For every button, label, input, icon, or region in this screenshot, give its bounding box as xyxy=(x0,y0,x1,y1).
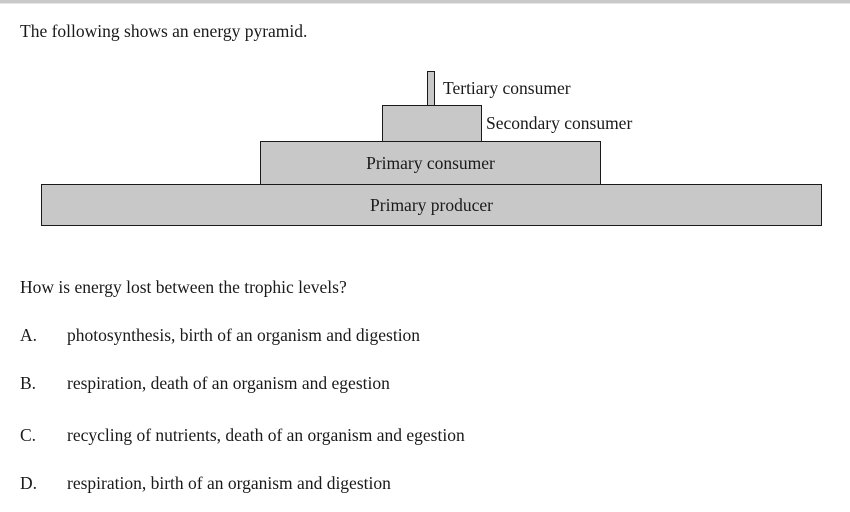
pyramid-bar-tertiary-consumer xyxy=(427,71,435,105)
answer-option-d[interactable]: D. respiration, birth of an organism and… xyxy=(20,473,391,494)
energy-pyramid-diagram: Tertiary consumer Secondary consumer Pri… xyxy=(0,0,850,240)
option-letter: B. xyxy=(20,373,37,393)
pyramid-label-secondary-consumer: Secondary consumer xyxy=(486,113,633,133)
option-text: photosynthesis, birth of an organism and… xyxy=(67,325,421,345)
option-letter: C. xyxy=(20,425,37,445)
answer-option-c[interactable]: C. recycling of nutrients, death of an o… xyxy=(20,425,465,446)
answer-option-a[interactable]: A. photosynthesis, birth of an organism … xyxy=(20,325,420,346)
pyramid-bar-primary-producer: Primary producer xyxy=(41,184,822,226)
option-text: respiration, death of an organism and eg… xyxy=(67,373,390,393)
pyramid-label-primary-consumer: Primary consumer xyxy=(366,153,495,173)
option-letter: D. xyxy=(20,473,38,493)
pyramid-label-tertiary-consumer: Tertiary consumer xyxy=(443,78,571,98)
question-text: How is energy lost between the trophic l… xyxy=(20,277,347,297)
pyramid-label-primary-producer: Primary producer xyxy=(370,195,493,215)
option-letter: A. xyxy=(20,325,38,345)
option-text: recycling of nutrients, death of an orga… xyxy=(67,425,465,445)
answer-option-b[interactable]: B. respiration, death of an organism and… xyxy=(20,373,390,394)
option-text: respiration, birth of an organism and di… xyxy=(67,473,391,493)
top-divider xyxy=(0,0,850,4)
pyramid-bar-secondary-consumer xyxy=(382,105,482,141)
pyramid-bar-primary-consumer: Primary consumer xyxy=(260,141,601,184)
intro-text: The following shows an energy pyramid. xyxy=(20,21,308,41)
